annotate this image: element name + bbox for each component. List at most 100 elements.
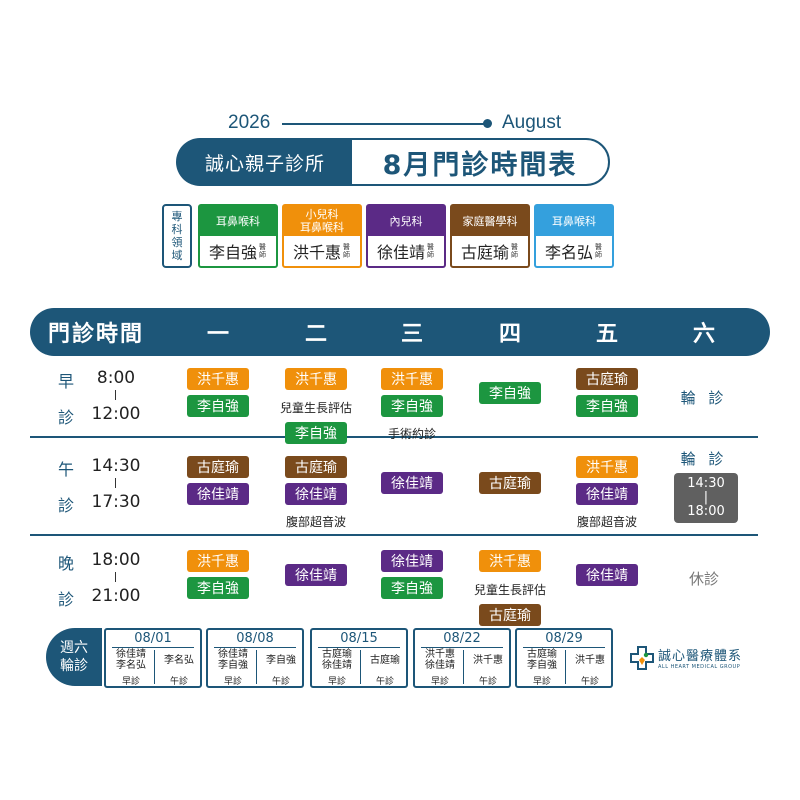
doctor-chip: 洪千惠 [479, 550, 541, 572]
doctor-name: 李名弘 [544, 243, 593, 262]
header-day: 六 [692, 322, 715, 347]
time-separator [115, 390, 116, 400]
header-clinic-hours: 門診時間 [48, 322, 145, 347]
saturday-column-rule [256, 650, 257, 684]
saturday-date: 08/22 [443, 631, 481, 646]
session-start-time: 14:30 [91, 456, 141, 476]
saturday-afternoon-label: 午診 [375, 677, 394, 687]
specialty-dept: 家庭醫學科 [452, 206, 528, 236]
saturday-doctor: 李自強 [527, 660, 557, 671]
saturday-date: 08/15 [340, 631, 378, 646]
page-title: 8月門診時間表 [350, 138, 610, 186]
saturday-date: 08/29 [545, 631, 583, 646]
specialty-card: 家庭醫學科古庭瑜醫師 [450, 204, 530, 268]
specialty-card: 小兒科耳鼻喉科洪千惠醫師 [282, 204, 362, 268]
header-day: 五 [595, 322, 618, 347]
saturday-morning-doctors: 徐佳靖李名弘 [108, 649, 154, 671]
doctor-tag: 醫師 [595, 243, 602, 259]
saturday-afternoon-doctors: 李自強 [258, 655, 304, 666]
saturday-rotation-text: 輪 診 [680, 450, 728, 468]
doctor-chip: 李自強 [381, 577, 443, 599]
saturday-doctor: 徐佳靖 [218, 649, 248, 660]
time-separator [115, 478, 116, 488]
saturday-label-line: 週六 [60, 640, 88, 656]
schedule-header: 門診時間 一二三四五六 [30, 308, 770, 356]
saturday-afternoon-label: 午診 [169, 677, 188, 687]
saturday-column-rule [463, 650, 464, 684]
saturday-doctor: 洪千惠 [473, 655, 503, 666]
doctor-name: 洪千惠 [292, 243, 341, 262]
saturday-doctor: 洪千惠 [575, 655, 605, 666]
saturday-morning-doctors: 古庭瑜李自強 [519, 649, 565, 671]
saturday-column-rule [154, 650, 155, 684]
session-char: 診 [57, 496, 74, 515]
specialty-card: 耳鼻喉科李自強醫師 [198, 204, 278, 268]
logo-name-en: ALL HEART MEDICAL GROUP [658, 664, 741, 670]
row-divider [30, 534, 758, 536]
session-start-time: 18:00 [91, 550, 141, 570]
saturday-week: 08/08 徐佳靖李自強李自強早診 午診 [206, 628, 304, 688]
saturday-morning-label: 早診 [327, 677, 346, 687]
specialty-card: 耳鼻喉科李名弘醫師 [534, 204, 614, 268]
specialty-dept-line: 內兒科 [389, 214, 423, 228]
saturday-closed-text: 休診 [688, 570, 720, 588]
doctor-chip: 李自強 [479, 381, 541, 404]
saturday-date-rule [523, 647, 605, 648]
saturday-morning-label: 早診 [223, 677, 242, 687]
specialty-dept: 耳鼻喉科 [536, 206, 612, 236]
doctor-chip: 洪千惠 [187, 368, 249, 390]
specialty-label-char: 專 [171, 210, 183, 223]
specialty-dept: 小兒科耳鼻喉科 [284, 206, 360, 236]
month-label: August [502, 112, 562, 133]
group-logo: 誠心醫療體系 ALL HEART MEDICAL GROUP [630, 645, 742, 670]
session-end-time: 12:00 [91, 404, 141, 424]
doctor-chip: 李自強 [187, 577, 249, 599]
service-note: 兒童生長評估 [279, 401, 353, 415]
saturday-date-rule [318, 647, 400, 648]
specialty-label-char: 域 [171, 249, 183, 262]
saturday-afternoon-doctors: 李名弘 [156, 655, 202, 666]
header-day: 三 [400, 322, 423, 347]
session-end-time: 21:00 [91, 586, 141, 606]
saturday-afternoon-label: 午診 [271, 677, 290, 687]
saturday-date: 08/01 [134, 631, 172, 646]
saturday-doctor: 李自強 [218, 660, 248, 671]
session-start-time: 8:00 [96, 368, 136, 388]
saturday-date: 08/08 [236, 631, 274, 646]
saturday-morning-doctors: 徐佳靖李自強 [210, 649, 256, 671]
specialty-card: 內兒科徐佳靖醫師 [366, 204, 446, 268]
doctor-name: 徐佳靖 [376, 243, 425, 262]
doctor-chip: 李自強 [576, 395, 638, 417]
specialty-label-char: 科 [171, 223, 183, 236]
doctor-chip: 徐佳靖 [187, 483, 249, 505]
doctor-name: 李自強 [208, 243, 257, 262]
saturday-afternoon-doctors: 古庭瑜 [362, 655, 408, 666]
session-char: 晚 [57, 554, 74, 573]
saturday-date-rule [421, 647, 503, 648]
specialty-dept-line: 家庭醫學科 [462, 214, 518, 228]
service-note: 手術約診 [387, 427, 437, 441]
specialty-dept-line: 耳鼻喉科 [552, 214, 596, 228]
specialty-doctor: 李名弘醫師 [536, 236, 612, 266]
timeline-line [282, 123, 484, 125]
doctor-chip: 洪千惠 [381, 368, 443, 390]
session-char: 診 [57, 408, 74, 427]
doctor-chip: 洪千惠 [187, 550, 249, 572]
medical-cross-icon [630, 645, 654, 670]
timeline-dot [483, 119, 492, 128]
doctor-name: 古庭瑜 [460, 243, 509, 262]
saturday-afternoon-label: 午診 [478, 677, 497, 687]
time-separator [115, 572, 116, 582]
saturday-date-rule [112, 647, 194, 648]
session-char: 午 [57, 460, 74, 479]
saturday-column-rule [360, 650, 361, 684]
doctor-chip: 古庭瑜 [479, 472, 541, 495]
doctor-chip: 古庭瑜 [285, 456, 347, 478]
saturday-doctor: 古庭瑜 [527, 649, 557, 660]
doctor-chip: 徐佳靖 [381, 472, 443, 495]
doctor-chip: 徐佳靖 [576, 483, 638, 505]
saturday-afternoon-label: 午診 [580, 677, 599, 687]
saturday-doctor: 徐佳靖 [116, 649, 146, 660]
